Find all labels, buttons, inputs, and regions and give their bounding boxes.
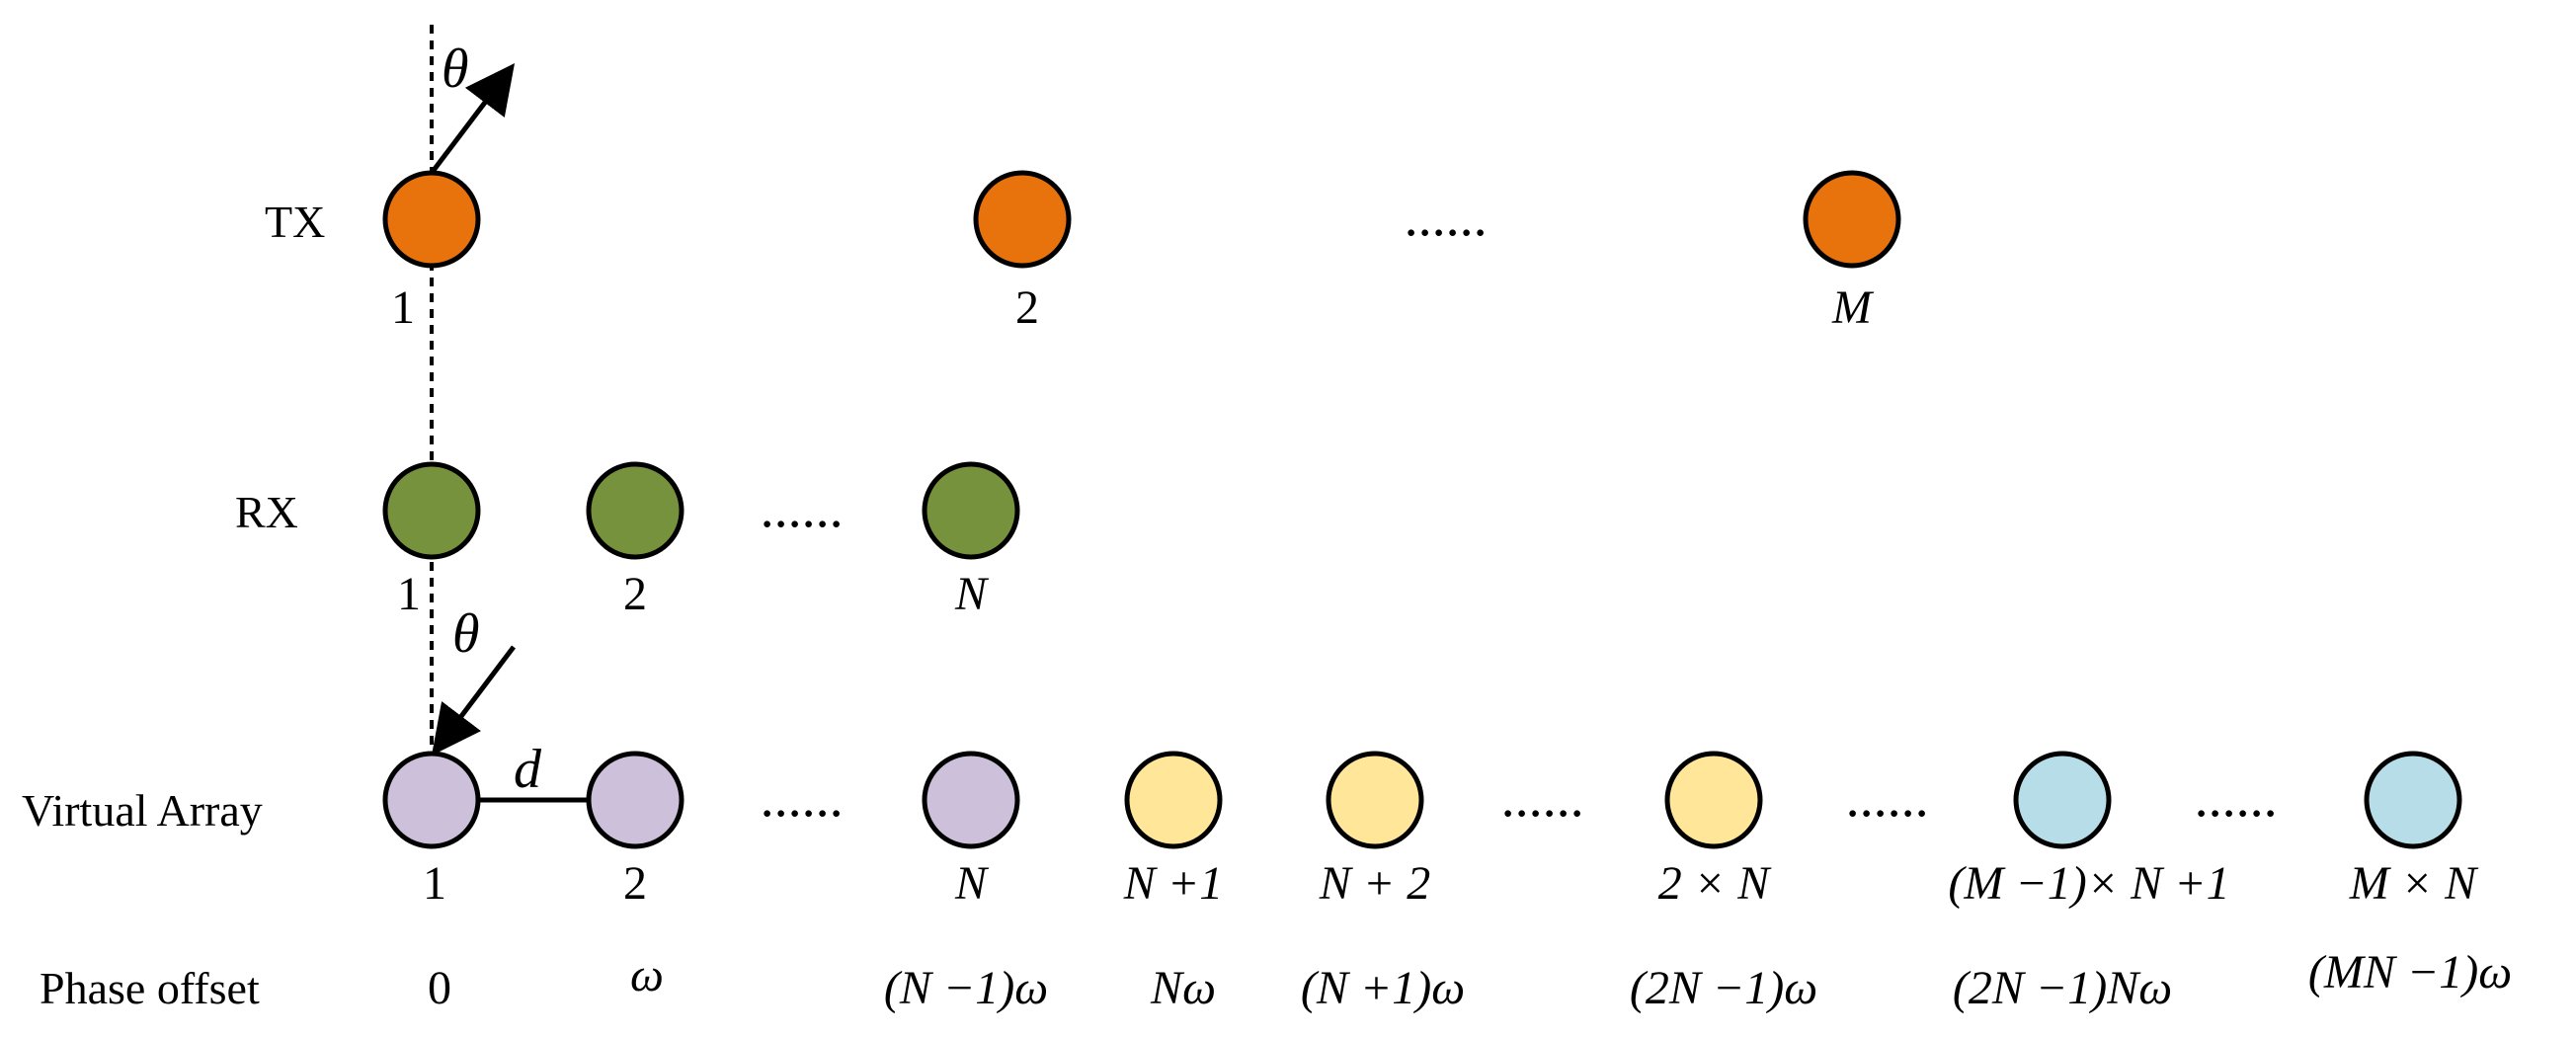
- virtual-array-row: ...... ...... ...... ...... 1 2 N N +1 N…: [382, 751, 2512, 1014]
- virtual-element-2n: [1664, 751, 1763, 849]
- tx-label-2: 2: [1015, 281, 1039, 334]
- rx-element-1: [382, 461, 481, 560]
- virtual-ellipsis-4: ......: [2196, 767, 2279, 829]
- virtual-label-n: N: [954, 857, 990, 910]
- virtual-label-m-minus-1-n-plus-1: (M −1)× N +1: [1948, 857, 2229, 910]
- virtual-label-n-plus-2: N + 2: [1319, 857, 1430, 910]
- phase-offset-mn: (MN −1)ω: [2308, 946, 2512, 998]
- virtual-element-2: [586, 751, 684, 849]
- phase-offset-n-plus-2: (N +1)ω: [1301, 962, 1465, 1014]
- tx-element-m: [1803, 170, 1901, 269]
- rx-theta-symbol: θ: [452, 603, 480, 665]
- phase-offset-n-plus-1: Nω: [1150, 962, 1216, 1014]
- virtual-ellipsis-1: ......: [762, 767, 845, 829]
- virtual-element-mn: [2364, 751, 2462, 849]
- rx-label-1: 1: [397, 568, 421, 620]
- tx-row: ...... 1 2 M: [382, 170, 1901, 334]
- virtual-ellipsis-3: ......: [1847, 767, 1930, 829]
- virtual-element-n-plus-2: [1326, 751, 1424, 849]
- tx-ellipsis: ......: [1406, 187, 1489, 248]
- spacing-d-symbol: d: [514, 739, 542, 800]
- virtual-element-n-plus-1: [1124, 751, 1223, 849]
- virtual-element-n: [922, 751, 1020, 849]
- phase-offset-m-minus-1-n-plus-1: (2N −1)Nω: [1953, 962, 2172, 1014]
- rx-row: ...... 1 2 N: [382, 461, 1020, 620]
- virtual-label-n-plus-1: N +1: [1123, 857, 1223, 910]
- tx-label-m: M: [1831, 281, 1875, 334]
- virtual-label-1: 1: [423, 857, 446, 910]
- rx-element-n: [922, 461, 1020, 560]
- rx-label-2: 2: [623, 568, 647, 620]
- row-label-tx: TX: [265, 197, 325, 247]
- rx-incident-arrow: [431, 645, 516, 756]
- virtual-label-2: 2: [623, 857, 647, 910]
- virtual-element-1: [382, 751, 481, 849]
- virtual-label-mn: M × N: [2349, 857, 2479, 910]
- row-label-phase-offset: Phase offset: [40, 963, 260, 1013]
- tx-direction-arrow: [430, 63, 516, 175]
- phase-offset-n: (N −1)ω: [884, 962, 1048, 1014]
- tx-label-1: 1: [391, 281, 415, 334]
- virtual-ellipsis-2: ......: [1502, 767, 1585, 829]
- row-label-rx: RX: [235, 487, 298, 537]
- row-label-virtual-array: Virtual Array: [22, 785, 263, 836]
- rx-label-n: N: [954, 568, 990, 620]
- rx-ellipsis: ......: [762, 478, 845, 539]
- rx-element-2: [586, 461, 684, 560]
- phase-offset-1: 0: [428, 962, 451, 1014]
- phase-offset-2: ω: [630, 949, 664, 1001]
- tx-element-2: [973, 170, 1072, 269]
- tx-element-1: [382, 170, 481, 269]
- virtual-element-m-minus-1-n-plus-1: [2013, 751, 2112, 849]
- virtual-label-2n: 2 × N: [1658, 857, 1772, 910]
- tx-theta-symbol: θ: [442, 39, 469, 100]
- phase-offset-2n: (2N −1)ω: [1630, 962, 1817, 1014]
